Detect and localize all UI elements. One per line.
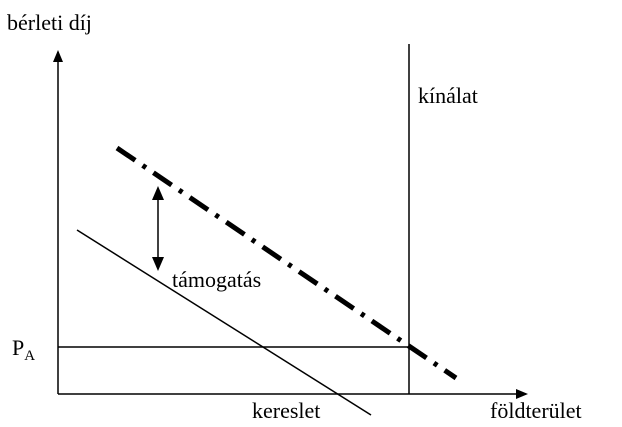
price-symbol: P [12,335,24,360]
demand-label: kereslet [252,398,320,423]
subsidy-arrow-bottom-head [152,257,164,271]
subsidy-label: támogatás [172,267,261,292]
price-subscript: A [24,348,35,364]
y-axis-label: bérleti díj [7,10,92,35]
demand-line [76,229,372,416]
price-label: PA [12,335,35,364]
supply-label: kínálat [418,83,478,108]
x-axis-label: földterület [490,398,582,423]
shifted-demand-line [115,145,458,381]
subsidy-arrow-top-head [152,186,164,200]
